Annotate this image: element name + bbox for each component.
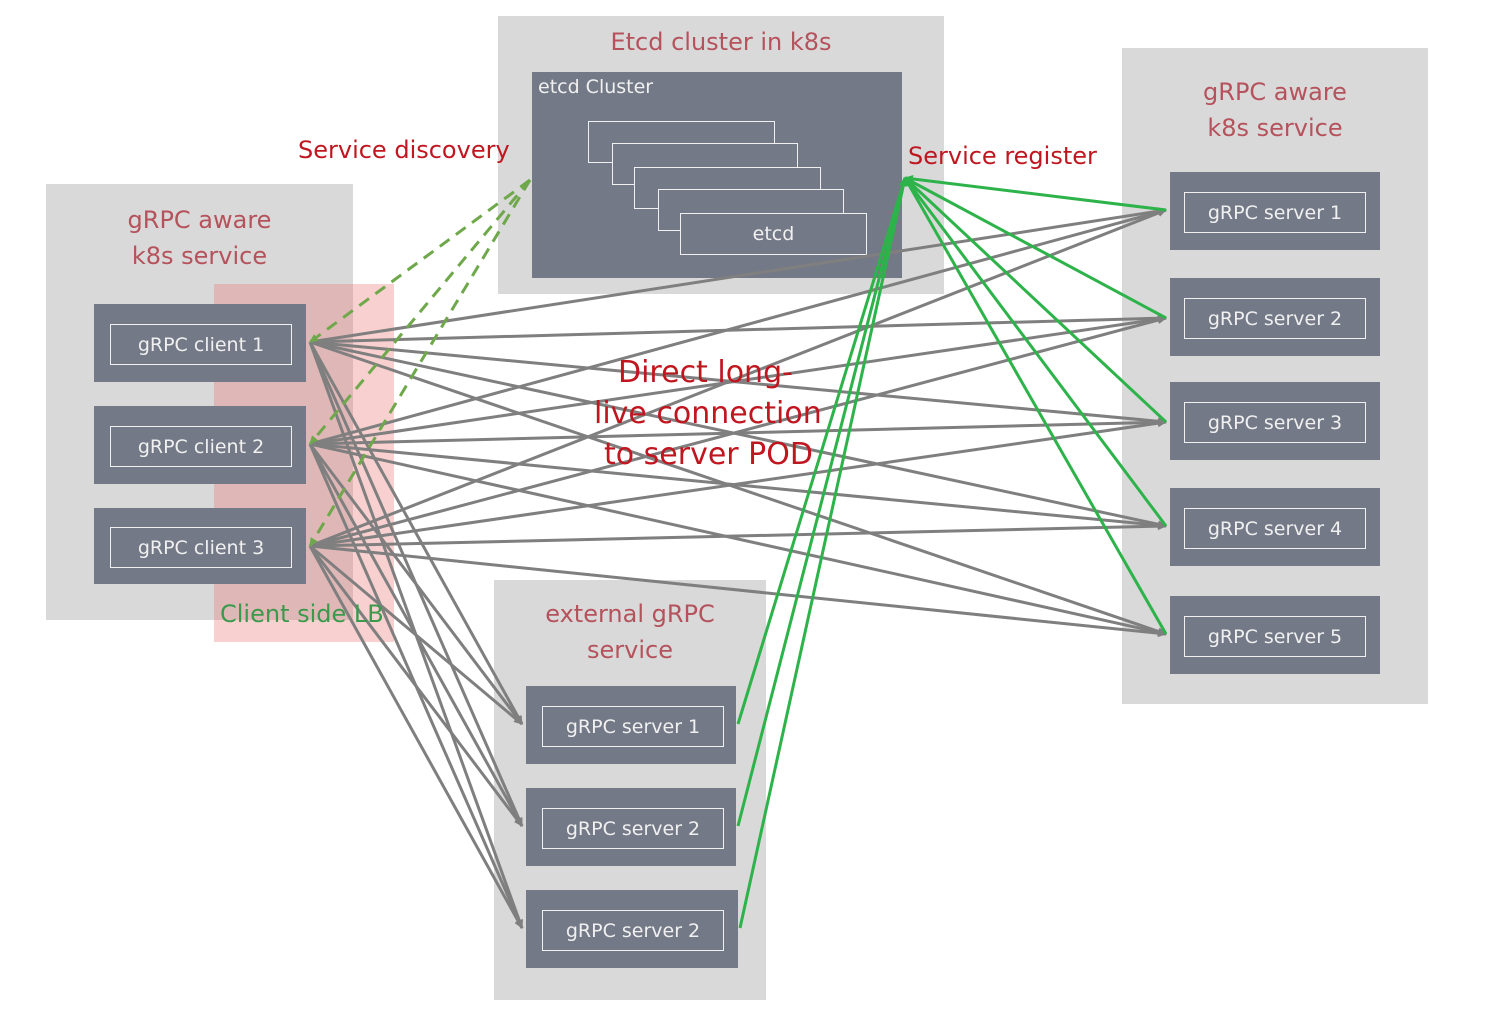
left-panel-title-line2: k8s service <box>131 242 268 270</box>
external-grpc-server-2: gRPC server 2 <box>526 788 736 866</box>
direct-connection-label-line2: live connection <box>594 396 822 431</box>
service-register-label: Service register <box>908 142 1097 170</box>
discovery-client-1 <box>309 178 531 344</box>
connection-client-2-right-server-1 <box>309 208 1167 446</box>
external-grpc-server-3: gRPC server 2 <box>526 890 738 968</box>
external-grpc-server-1: gRPC server 1 <box>526 686 736 764</box>
external-grpc-server-1-label: gRPC server 1 <box>542 706 724 747</box>
right-grpc-server-2-label: gRPC server 2 <box>1184 298 1366 339</box>
external-grpc-server-3-label: gRPC server 2 <box>542 910 724 951</box>
register-right-server-5 <box>903 177 1168 635</box>
grpc-client-3-label: gRPC client 3 <box>110 527 292 568</box>
direct-connection-label-line3: to server POD <box>604 437 813 472</box>
right-grpc-server-5-label: gRPC server 5 <box>1184 616 1366 657</box>
etcd-node-5: etcd <box>680 213 867 255</box>
right-grpc-server-4: gRPC server 4 <box>1170 488 1380 566</box>
register-external-server-2 <box>736 177 907 827</box>
direct-connection-label-line1: Direct long- <box>618 355 793 390</box>
connection-client-3-right-server-1 <box>309 208 1167 548</box>
connection-client-3-right-server-5 <box>309 544 1167 638</box>
register-right-server-4 <box>903 177 1168 527</box>
connection-client-2-right-server-2 <box>309 315 1167 446</box>
register-external-server-1 <box>736 177 907 725</box>
etcd-node-label: etcd <box>752 223 795 245</box>
grpc-client-1: gRPC client 1 <box>94 304 306 382</box>
register-right-server-2 <box>904 176 1167 320</box>
discovery-client-2 <box>308 179 532 445</box>
connection-client-3-external-server-2 <box>308 545 524 827</box>
grpc-client-3: gRPC client 3 <box>94 508 306 584</box>
connection-client-1-right-server-2 <box>309 314 1167 344</box>
external-panel-title-line1: external gRPC <box>545 600 715 628</box>
connection-client-1-right-server-5 <box>309 340 1167 636</box>
etcd-panel-title: Etcd cluster in k8s <box>610 28 832 56</box>
connection-client-1-right-server-1 <box>309 207 1167 344</box>
left-panel-title-line1: gRPC aware <box>127 206 272 234</box>
register-external-server-3 <box>738 177 908 929</box>
register-right-server-3 <box>903 176 1168 424</box>
right-grpc-server-2: gRPC server 2 <box>1170 278 1380 356</box>
connection-client-3-right-server-3 <box>309 419 1167 548</box>
connection-client-2-right-server-5 <box>309 442 1167 637</box>
discovery-client-3 <box>308 179 532 547</box>
right-grpc-server-3-label: gRPC server 3 <box>1184 402 1366 443</box>
register-right-server-1 <box>904 175 1167 212</box>
right-grpc-server-1: gRPC server 1 <box>1170 172 1380 250</box>
right-grpc-server-5: gRPC server 5 <box>1170 596 1380 674</box>
connection-client-3-external-server-1 <box>309 544 523 726</box>
grpc-client-2: gRPC client 2 <box>94 406 306 484</box>
right-grpc-server-1-label: gRPC server 1 <box>1184 192 1366 233</box>
external-panel-title-line2: service <box>587 636 673 664</box>
connection-client-3-external-server-3 <box>308 545 524 929</box>
service-discovery-label: Service discovery <box>298 136 510 164</box>
connection-client-2-external-server-1 <box>308 443 524 725</box>
grpc-client-2-label: gRPC client 2 <box>110 426 292 467</box>
right-k8s-service-panel: gRPC aware k8s service <box>1122 48 1428 704</box>
right-grpc-server-3: gRPC server 3 <box>1170 382 1380 460</box>
right-grpc-server-4-label: gRPC server 4 <box>1184 508 1366 549</box>
grpc-client-1-label: gRPC client 1 <box>110 324 292 365</box>
right-panel-title-line2: k8s service <box>1207 114 1343 142</box>
external-grpc-server-2-label: gRPC server 2 <box>542 808 724 849</box>
connection-client-3-right-server-2 <box>309 316 1167 548</box>
connection-client-1-external-server-1 <box>308 341 524 725</box>
etcd-cluster-label: etcd Cluster <box>538 76 654 98</box>
right-panel-title-line1: gRPC aware <box>1203 78 1347 106</box>
client-side-lb-label: Client side LB <box>220 600 384 628</box>
connection-client-3-right-server-4 <box>309 522 1167 548</box>
